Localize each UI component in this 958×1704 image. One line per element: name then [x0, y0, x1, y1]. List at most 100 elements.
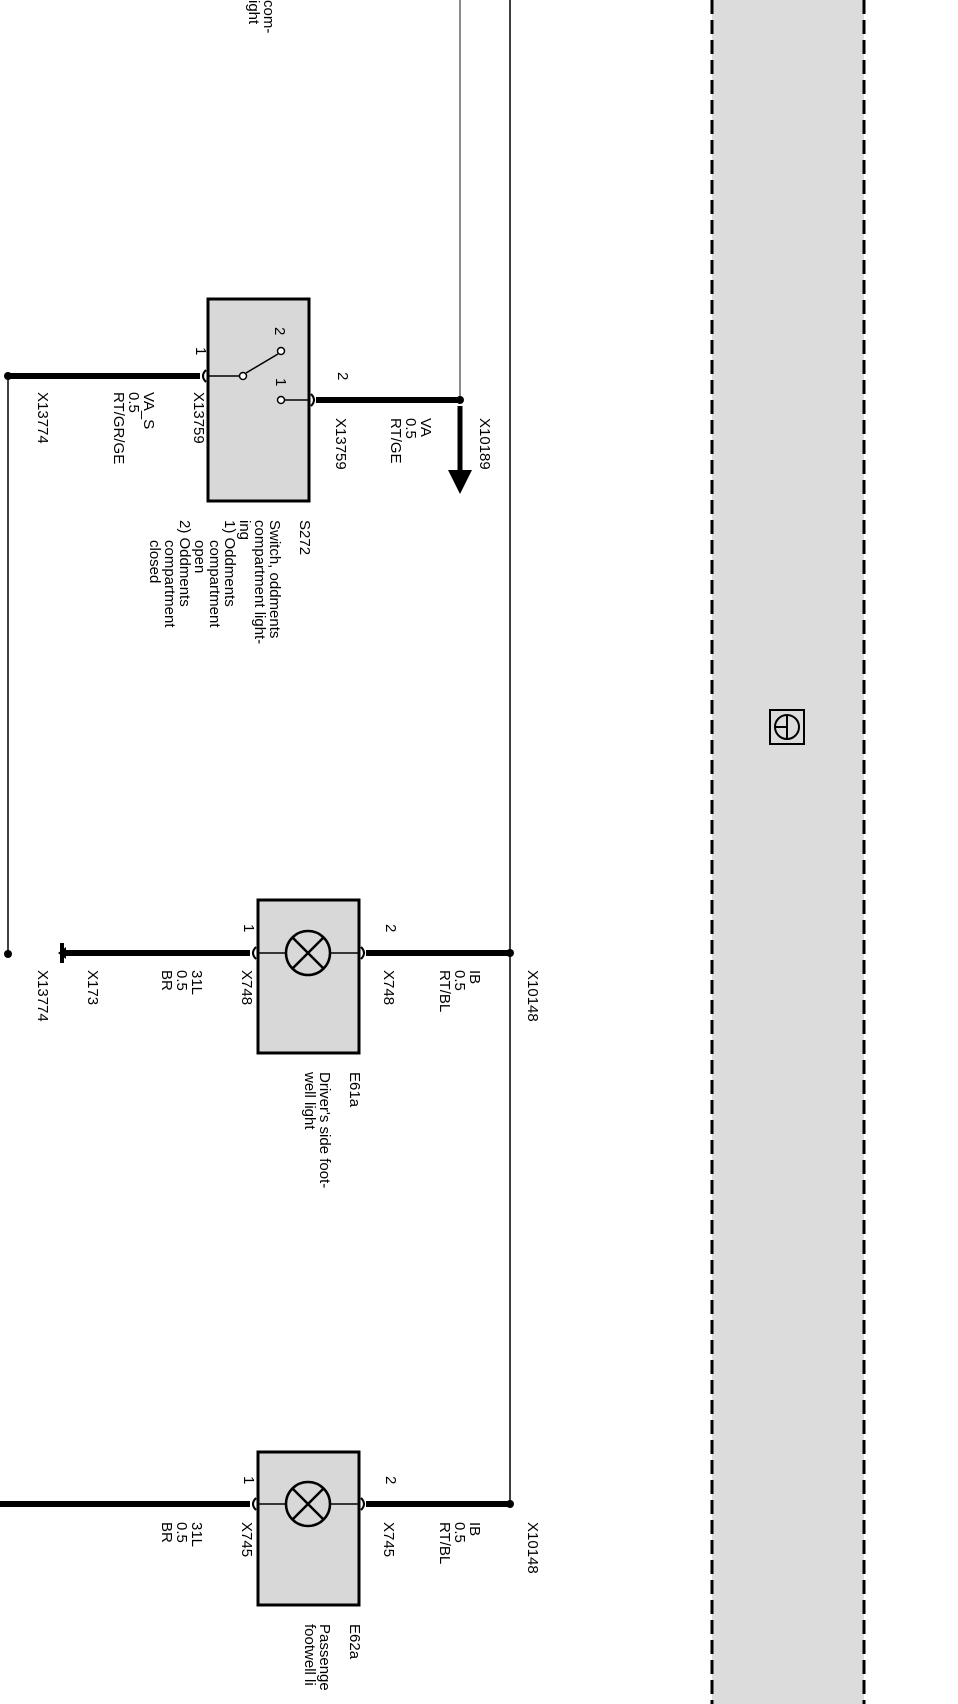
switch-s272-contact-2 [276, 346, 286, 356]
switch-s272-lever [245, 353, 279, 374]
component-description: compartment light- [251, 520, 268, 644]
wire-color: RT/GE [387, 418, 404, 464]
contact-number: 1 [272, 378, 289, 386]
switch-s272-description: S272 Switch, oddments compartment light-… [146, 520, 313, 644]
node-x10148-e62a-label: X10148 [524, 1522, 541, 1574]
lamp-e62a-box [256, 1450, 361, 1607]
component-id: S272 [296, 520, 313, 555]
wire-signal: 31L [188, 970, 205, 995]
component-description: Passenge [316, 1624, 333, 1691]
control-module-band [712, 0, 864, 1704]
connector-x13759-bottom-label: X13759 [190, 392, 207, 444]
component-id: E62a [346, 1624, 363, 1660]
s272-pin-bottom: 1 [192, 347, 209, 355]
switch-position: compartment [206, 540, 223, 628]
connector-x13759-top-label: X13759 [332, 418, 349, 470]
e62a-pin-top: 2 [382, 1476, 399, 1484]
wire-signal: VA_S [140, 392, 157, 429]
component-description: Switch, oddments [266, 520, 283, 638]
connector-x748-top [360, 946, 365, 960]
arrow-x10189-head [448, 470, 472, 494]
component-id: E61a [346, 1072, 363, 1108]
pin-number: 1 [240, 924, 257, 932]
wire-gauge: 0.5 [173, 1522, 190, 1543]
connector-label: X173 [84, 970, 101, 1005]
wire-color: RT/GR/GE [110, 392, 127, 464]
connector-x13759-top [310, 393, 315, 407]
partial-label: com- ight [245, 0, 277, 33]
switch-position: 2) Oddments [176, 520, 193, 607]
connector-x745-bottom-label: X745 [238, 1522, 255, 1557]
wire-gauge: 0.5 [451, 1522, 468, 1543]
connector-label: X13759 [190, 392, 207, 444]
lamp-e62a-bulb-icon [284, 1480, 332, 1528]
switch-position: 1) Oddments [221, 520, 238, 607]
connector-label: X13774 [34, 970, 51, 1022]
connector-x745-top [360, 1497, 365, 1511]
wire-color: RT/BL [436, 1522, 453, 1564]
node-x10189 [456, 396, 464, 404]
lamp-e61a-box [256, 898, 361, 1055]
wire-signal: IB [466, 1522, 483, 1536]
wire-gauge: 0.5 [402, 418, 419, 439]
partial-label-line: com- [260, 0, 277, 33]
contact-number: 2 [271, 327, 288, 335]
e62a-pin-bottom: 1 [240, 1476, 257, 1484]
wire-31l-e61a-spec: 31L 0.5 BR [158, 970, 205, 995]
wire-color: BR [158, 1522, 175, 1543]
wire-signal: 31L [188, 1522, 205, 1547]
wire-color: BR [158, 970, 175, 991]
switch-position: open [191, 540, 208, 573]
wire-31l-e62a-spec: 31L 0.5 BR [158, 1522, 205, 1547]
lamp-e61a-bulb-icon [284, 929, 332, 977]
connector-label: X745 [380, 1522, 397, 1557]
lamp-e62a-description: E62a Passenge footwell li [301, 1624, 363, 1691]
switch-s272-contact-1 [276, 395, 286, 405]
partial-label-line: ight [245, 0, 262, 25]
connector-label: X13759 [332, 418, 349, 470]
wire-color: RT/BL [436, 970, 453, 1012]
connector-x748-bottom-label: X748 [238, 970, 255, 1005]
pin-number: 1 [192, 347, 209, 355]
component-description: well light [301, 1071, 318, 1130]
connector-label: X10148 [524, 1522, 541, 1574]
node-x13774-e61a [4, 950, 12, 958]
connector-x13759-bottom [202, 369, 207, 383]
node-x10148-e61a [506, 949, 514, 957]
s272-contact-2-label: 2 [271, 327, 288, 335]
wire-signal: VA [417, 418, 434, 437]
connector-label: X10189 [476, 418, 493, 470]
wire-gauge: 0.5 [125, 392, 142, 413]
wire-va-spec: VA 0.5 RT/GE [387, 418, 434, 464]
connector-label: X745 [238, 1522, 255, 1557]
pin-number: 2 [334, 372, 351, 380]
wire-ib-e62a-spec: IB 0.5 RT/BL [436, 1522, 483, 1564]
wire-gauge: 0.5 [451, 970, 468, 991]
wire-signal: IB [466, 970, 483, 984]
node-x10189-label: X10189 [476, 418, 493, 470]
lamp-e61a-description: E61a Driver's side foot- well light [301, 1071, 363, 1188]
e61a-pin-top: 2 [382, 924, 399, 932]
connector-label: X748 [238, 970, 255, 1005]
pin-number: 2 [382, 1476, 399, 1484]
connector-label: X13774 [34, 392, 51, 444]
wire-va-s-spec: VA_S 0.5 RT/GR/GE [110, 392, 157, 464]
ground-x173-label: X173 [84, 970, 101, 1005]
node-x13774-s272 [4, 372, 12, 380]
e61a-pin-bottom: 1 [240, 924, 257, 932]
switch-position: closed [146, 540, 163, 583]
connector-label: X748 [380, 970, 397, 1005]
node-x10148-e62a [506, 1500, 514, 1508]
connector-x745-bottom [252, 1497, 257, 1511]
s272-pin-top: 2 [334, 372, 351, 380]
node-x10148-e61a-label: X10148 [524, 970, 541, 1022]
component-description: Driver's side foot- [316, 1072, 333, 1188]
s272-contact-1-label: 1 [272, 378, 289, 386]
ground-x173-icon [58, 943, 66, 963]
connector-x745-top-label: X745 [380, 1522, 397, 1557]
pin-number: 1 [240, 1476, 257, 1484]
connector-label: X10148 [524, 970, 541, 1022]
node-x13774-e61a-label: X13774 [34, 970, 51, 1022]
wire-gauge: 0.5 [173, 970, 190, 991]
